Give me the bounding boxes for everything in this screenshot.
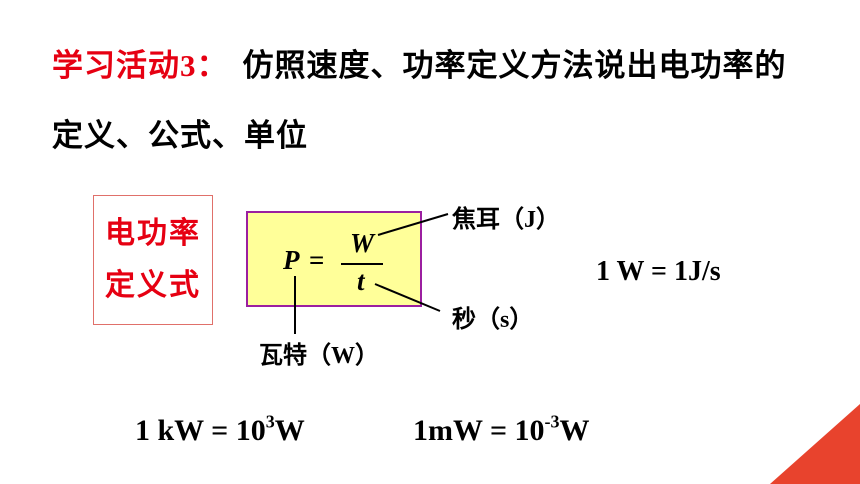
annotation-joule: 焦耳（J） (452, 205, 560, 233)
formula-equals: = (309, 245, 325, 275)
formula-p: P (283, 245, 300, 275)
annotation-second: 秒（s） (452, 305, 534, 333)
kilowatt-equation: 1 kW = 103W (135, 411, 305, 447)
activity-title-line2: 定义、公式、单位 (52, 118, 308, 154)
milliwatt-equation: 1mW = 10-3W (413, 411, 590, 447)
watt-definition-equation: 1 W = 1J/s (596, 256, 721, 287)
activity-label: 学习活动3： (52, 48, 229, 84)
line-to-second (374, 283, 441, 312)
corner-triangle (770, 404, 860, 484)
definition-label-box: 电功率 定义式 (93, 195, 213, 325)
corner-decoration (770, 404, 860, 484)
definition-label-line2: 定义式 (105, 268, 201, 303)
activity-title-line1: 学习活动3： 仿照速度、功率定义方法说出电功率的 (52, 40, 787, 85)
annotation-watt: 瓦特（W） (259, 341, 379, 369)
formula-denominator: t (357, 266, 365, 296)
formula-numerator: W (350, 228, 375, 258)
line-to-joule (377, 213, 449, 236)
activity-instruction: 仿照速度、功率定义方法说出电功率的 (242, 48, 787, 84)
definition-label-line1: 电功率 (105, 216, 201, 251)
fraction-bar (341, 263, 383, 265)
